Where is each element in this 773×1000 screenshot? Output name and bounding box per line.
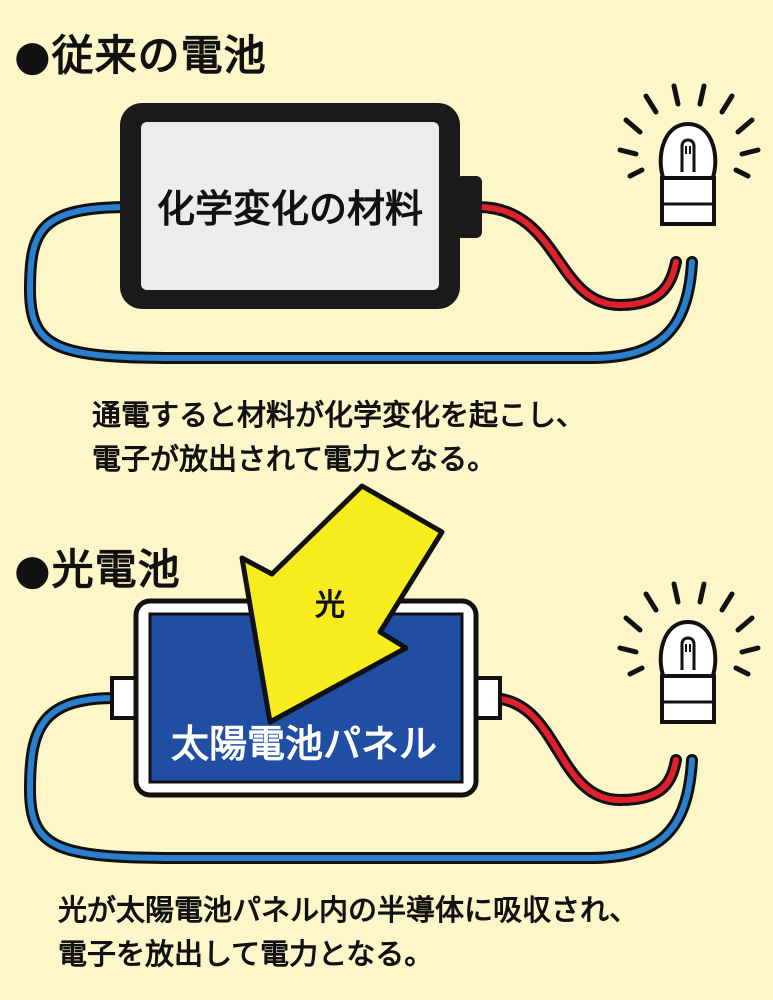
section-title-photovoltaic-cell: ●光電池 xyxy=(14,545,181,594)
negative-wire-2 xyxy=(23,692,698,864)
positive-wire-2 xyxy=(484,692,682,807)
caption-line: 通電すると材料が化学変化を起こし、 xyxy=(92,398,586,432)
caption-line: 電子を放出して電力となる。 xyxy=(58,937,434,971)
battery-label: 化学変化の材料 xyxy=(157,187,423,231)
battery-face xyxy=(141,122,439,290)
conventional-battery xyxy=(120,103,482,309)
light-bulb-2 xyxy=(617,581,761,724)
caption-line: 電子が放出されて電力となる。 xyxy=(92,442,497,476)
section-title-conventional-battery: ●従来の電池 xyxy=(14,31,267,80)
solar-panel-label: 太陽電池パネル xyxy=(171,722,437,766)
positive-wire-1 xyxy=(472,201,682,312)
caption-conventional-battery: 通電すると材料が化学変化を起こし、 電子が放出されて電力となる。 xyxy=(92,393,585,481)
light-label: 光 xyxy=(315,588,345,623)
battery-terminal xyxy=(456,176,482,238)
caption-photovoltaic-cell: 光が太陽電池パネル内の半導体に吸収され、 電子を放出して電力となる。 xyxy=(58,888,638,976)
negative-wire-1 xyxy=(23,201,698,364)
caption-line: 光が太陽電池パネル内の半導体に吸収され、 xyxy=(58,893,639,927)
light-bulb-1 xyxy=(617,83,761,226)
light-arrow xyxy=(239,483,445,725)
